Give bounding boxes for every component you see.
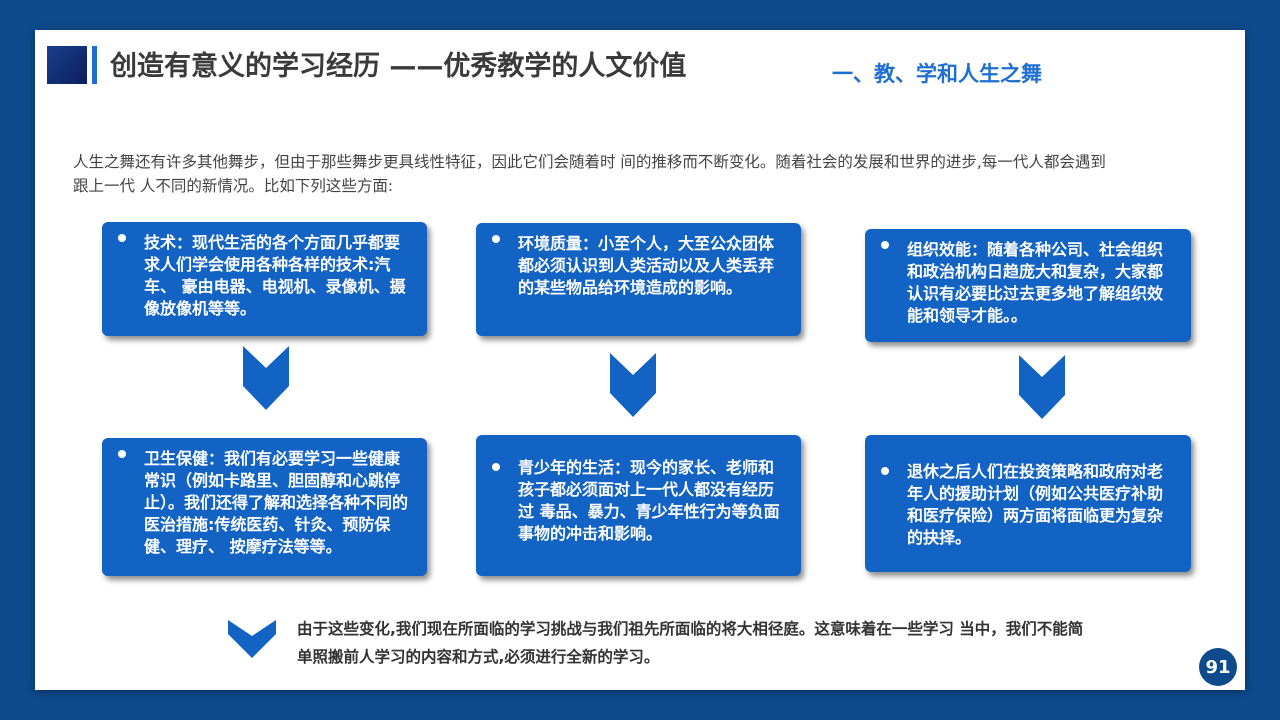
page-number-badge: 91	[1199, 648, 1237, 686]
chevron-down-icon	[1019, 355, 1065, 419]
intro-paragraph: 人生之舞还有许多其他舞步，但由于那些舞步更具线性特征，因此它们会随着时 间的推移…	[73, 153, 1106, 195]
header-square-decoration	[47, 46, 87, 84]
card-organization: 组织效能：随着各种公司、社会组织和政治机构日趋庞大和复杂，大家都认识有必要比过去…	[865, 229, 1191, 342]
bullet-icon	[881, 467, 889, 475]
bullet-icon	[492, 235, 500, 243]
card-environment-text: 环境质量：小至个人，大至公众团体都必须认识到人类活动以及人类丢弃的某些物品给环境…	[518, 234, 775, 297]
slide: 创造有意义的学习经历 ——优秀教学的人文价值 一、教、学和人生之舞 人生之舞还有…	[35, 30, 1245, 690]
card-organization-text: 组织效能：随着各种公司、社会组织和政治机构日趋庞大和复杂，大家都认识有必要比过去…	[907, 240, 1164, 325]
card-youth: 青少年的生活：现今的家长、老师和孩子都必须面对上一代人都没有经历过 毒品、暴力、…	[476, 435, 801, 576]
header-bar-decoration	[92, 46, 97, 84]
bullet-icon	[118, 234, 126, 242]
card-retirement: 退休之后人们在投资策略和政府对老年人的援助计划（例如公共医疗补助和医疗保险）两方…	[865, 435, 1191, 572]
chevron-down-icon	[610, 353, 656, 417]
card-health: 卫生保健：我们有必要学习一些健康常识（例如卡路里、胆固醇和心跳停止）。我们还得了…	[102, 438, 427, 576]
bullet-icon	[492, 463, 500, 471]
card-technology: 技术：现代生活的各个方面几乎都要求人们学会使用各种各样的技术:汽车、 豪由电器、…	[102, 222, 427, 336]
section-subtitle: 一、教、学和人生之舞	[832, 62, 1042, 86]
chevron-down-icon	[243, 346, 289, 410]
card-health-text: 卫生保健：我们有必要学习一些健康常识（例如卡路里、胆固醇和心跳停止）。我们还得了…	[144, 449, 409, 556]
card-retirement-text: 退休之后人们在投资策略和政府对老年人的援助计划（例如公共医疗补助和医疗保险）两方…	[907, 462, 1164, 547]
page-title: 创造有意义的学习经历 ——优秀教学的人文价值	[110, 51, 687, 82]
chevron-down-icon	[228, 620, 276, 658]
bullet-icon	[881, 241, 889, 249]
bullet-icon	[118, 450, 126, 458]
conclusion-text: 由于这些变化,我们现在所面临的学习挑战与我们祖先所面临的将大相径庭。这意味着在一…	[297, 620, 1084, 666]
card-technology-text: 技术：现代生活的各个方面几乎都要求人们学会使用各种各样的技术:汽车、 豪由电器、…	[144, 233, 406, 318]
card-environment: 环境质量：小至个人，大至公众团体都必须认识到人类活动以及人类丢弃的某些物品给环境…	[476, 223, 801, 336]
card-youth-text: 青少年的生活：现今的家长、老师和孩子都必须面对上一代人都没有经历过 毒品、暴力、…	[518, 458, 780, 543]
